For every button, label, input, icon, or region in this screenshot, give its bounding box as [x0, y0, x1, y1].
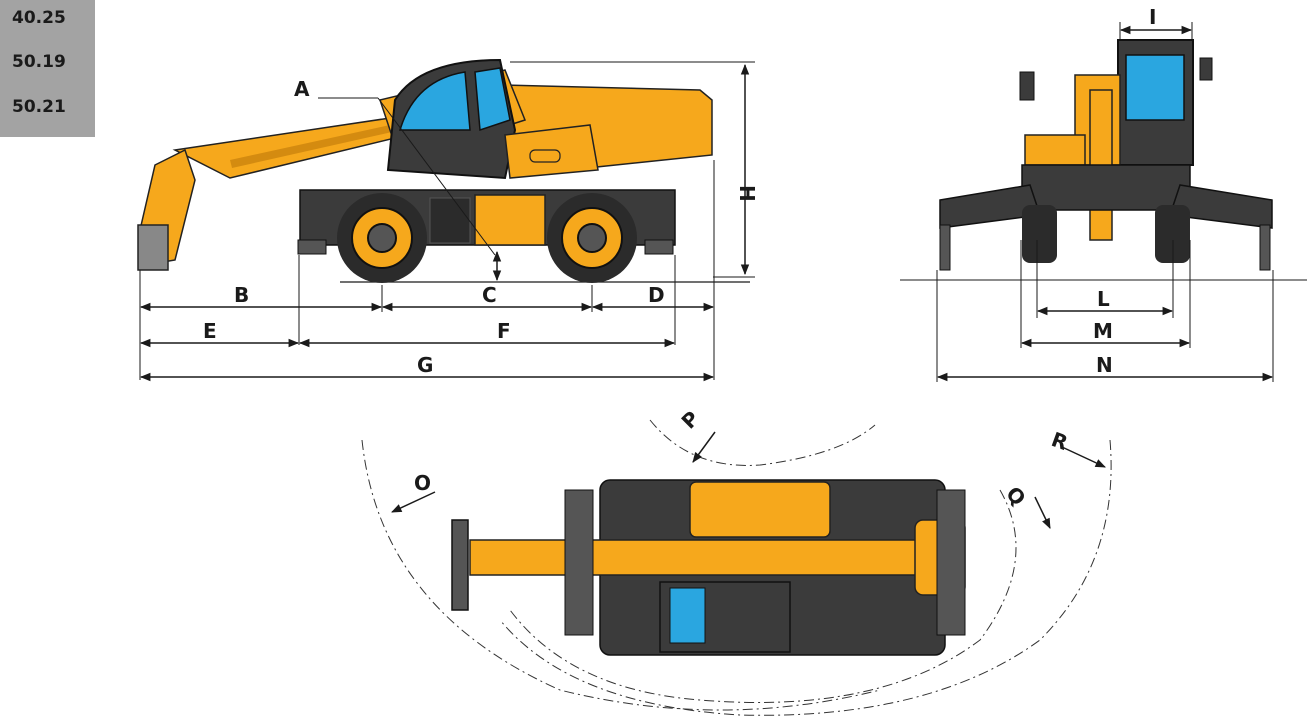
dimension-label-e: E	[203, 319, 217, 343]
front-right-tyre	[1155, 205, 1190, 263]
rear-wheel	[547, 193, 637, 283]
dimension-label-h: H	[735, 185, 759, 202]
cab-window-side	[474, 67, 511, 132]
front-left-tyre	[1022, 205, 1057, 263]
dimension-label-o: O	[414, 471, 431, 495]
dimension-label-a: A	[294, 77, 310, 101]
dimension-label-r: R	[1048, 427, 1071, 455]
model-label: 50.19	[12, 52, 66, 72]
dimension-label-c: C	[482, 283, 497, 307]
dimension-label-b: B	[234, 283, 249, 307]
dimension-label-l: L	[1097, 287, 1110, 311]
top-view: O P Q R	[361, 406, 1112, 716]
dimension-label-g: G	[417, 353, 433, 377]
dimension-label-m: M	[1093, 319, 1113, 343]
front-cab-window	[1125, 54, 1185, 121]
dimension-label-i: I	[1149, 5, 1156, 29]
top-boom	[469, 539, 941, 576]
front-view: I L M N	[900, 5, 1307, 382]
dimension-label-d: D	[648, 283, 665, 307]
model-list-panel: 40.25 50.19 50.21	[0, 0, 95, 137]
cab-window-front	[398, 71, 471, 131]
dimension-label-p: P	[677, 406, 704, 433]
model-label: 50.21	[12, 97, 66, 117]
side-view: A B C D E F G H	[137, 58, 759, 382]
dimension-label-n: N	[1096, 353, 1113, 377]
model-label: 40.25	[12, 8, 66, 28]
fork-carriage	[137, 224, 169, 271]
dimension-label-q: Q	[1001, 482, 1030, 511]
front-wheel	[337, 193, 427, 283]
dimension-label-f: F	[497, 319, 511, 343]
